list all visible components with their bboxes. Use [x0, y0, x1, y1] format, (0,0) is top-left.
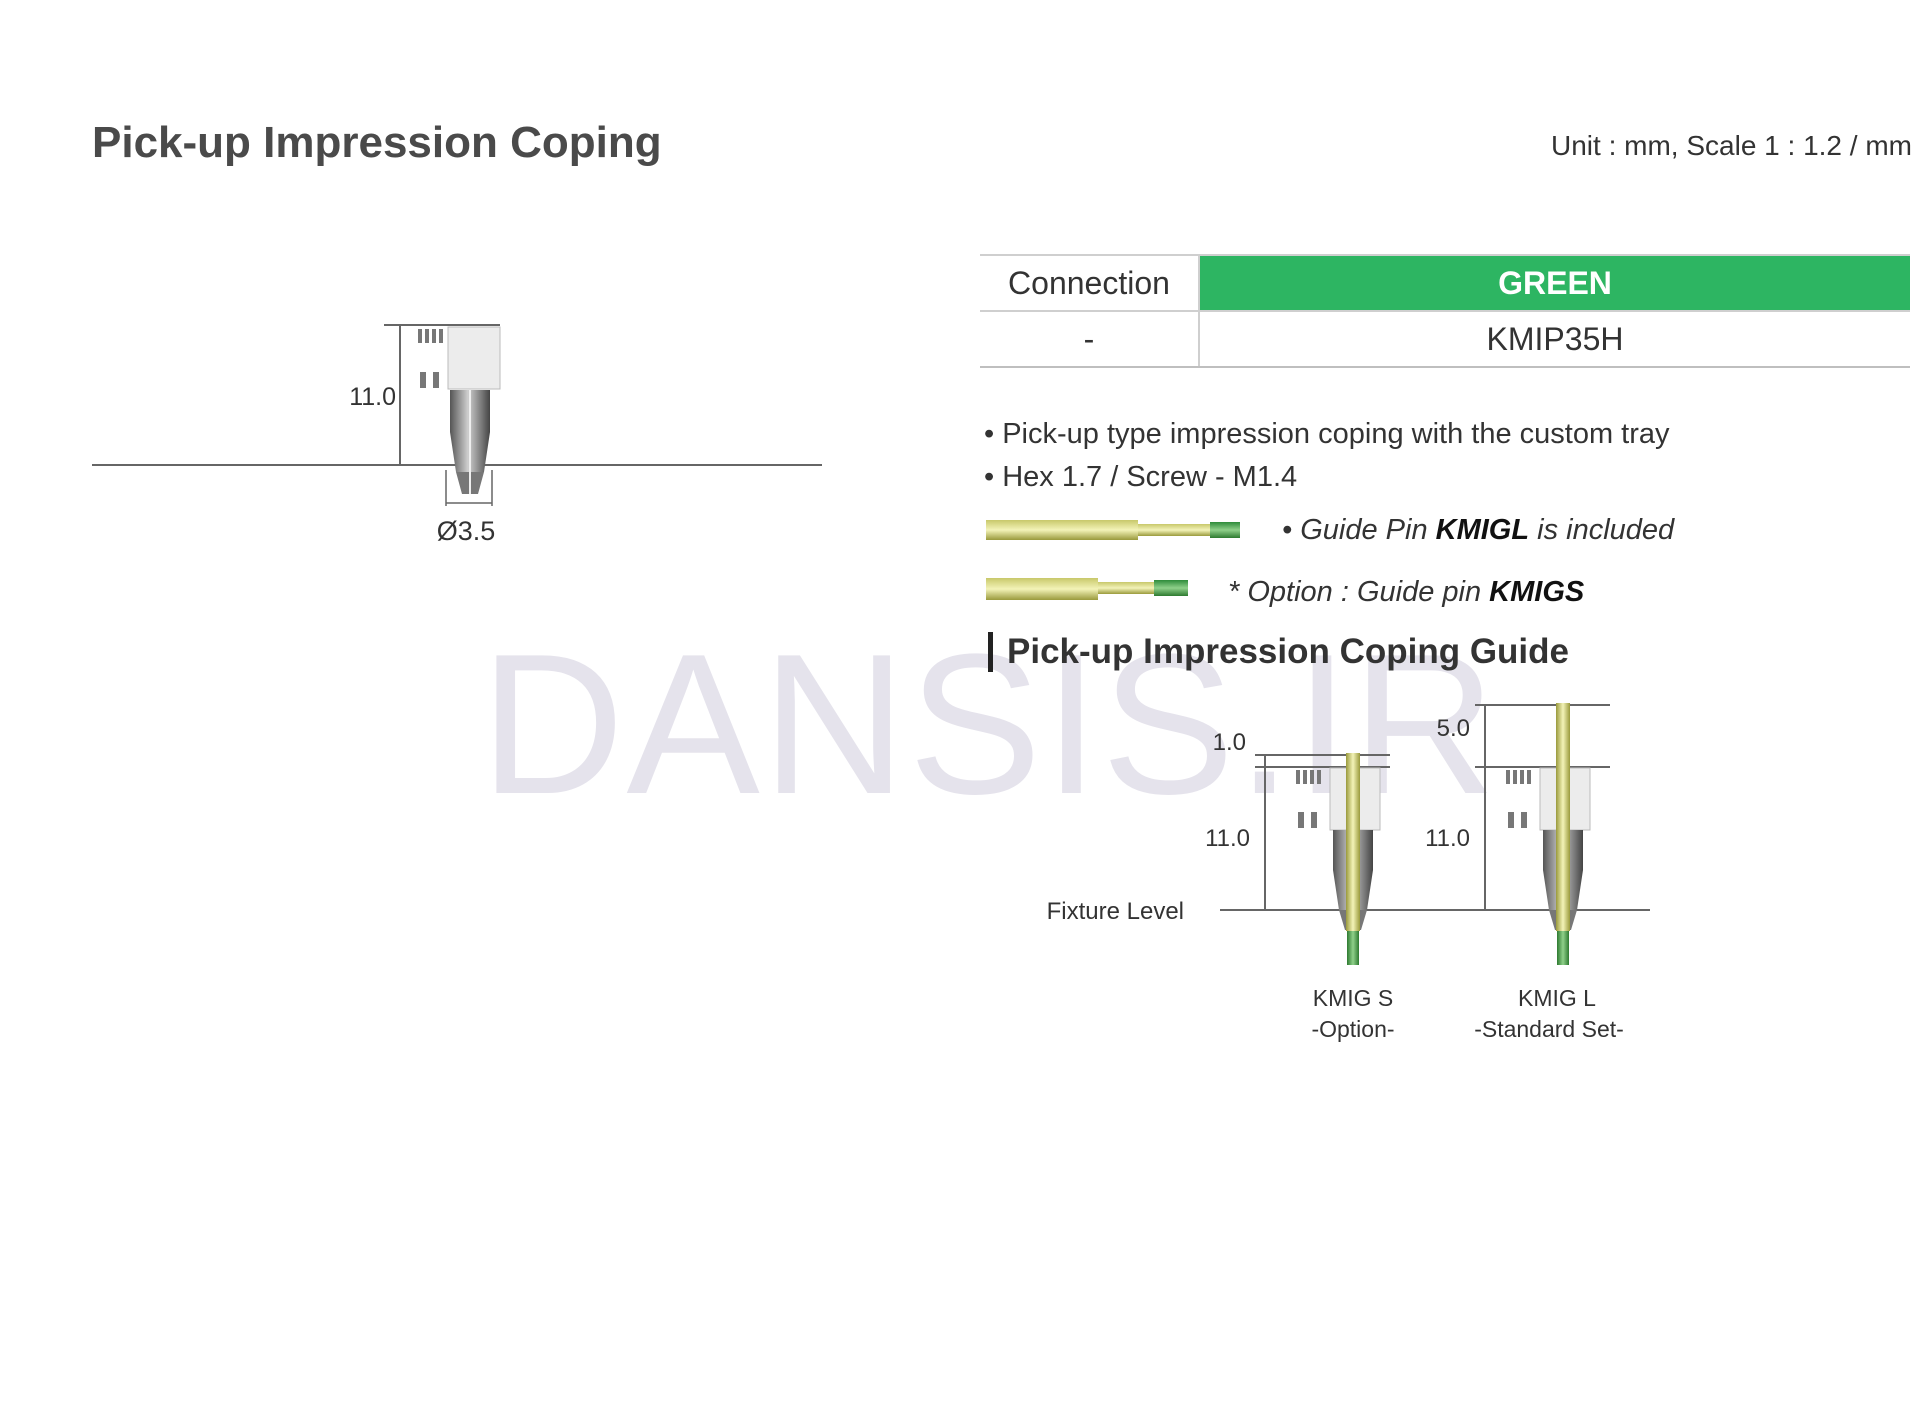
kmig-l-top-dim: 5.0	[1437, 715, 1470, 742]
coping-drawing: 11.0 Ø3.5	[92, 324, 822, 546]
bullet-item: • Hex 1.7 / Screw - M1.4	[984, 461, 1297, 494]
pin-code: KMIGS	[1489, 576, 1585, 608]
bullet-text: Pick-up type impression coping with the …	[1002, 418, 1670, 450]
pin-note-prefix: • Guide Pin	[1282, 514, 1436, 546]
guide-drawing: Fixture Level 1.0 11.0 KMIG S -Option-	[1047, 703, 1650, 1042]
spec-table: Connection GREEN - KMIP35H	[980, 254, 1910, 368]
page-title: Pick-up Impression Coping	[92, 118, 662, 167]
kmig-s-name: KMIG S	[1313, 985, 1394, 1011]
bullet-text: Hex 1.7 / Screw - M1.4	[1002, 461, 1298, 493]
long-guide-pin-note: • Guide Pin KMIGL is included	[1282, 514, 1674, 547]
table-row: - KMIP35H	[980, 311, 1910, 368]
kmig-l-drawing	[1475, 703, 1610, 965]
kmig-l-name: KMIG L	[1518, 985, 1596, 1011]
table-header-row: Connection GREEN	[980, 254, 1910, 312]
bullet-dot-icon: •	[984, 418, 995, 450]
short-guide-pin-icon	[986, 578, 1188, 600]
kmig-l-sub: -Standard Set-	[1474, 1016, 1624, 1042]
bullet-dot-icon: •	[984, 461, 995, 493]
kmig-l-height-dim: 11.0	[1425, 825, 1470, 852]
row-label: -	[980, 311, 1200, 368]
bullet-item: • Pick-up type impression coping with th…	[984, 418, 1670, 451]
long-guide-pin-icon	[986, 520, 1240, 540]
connection-header: Connection	[980, 254, 1200, 312]
unit-scale-label: Unit : mm, Scale 1 : 1.2 / mm	[1551, 130, 1912, 161]
kmig-s-drawing	[1255, 753, 1390, 965]
kmig-s-top-dim: 1.0	[1213, 729, 1246, 756]
diameter-dimension-label: Ø3.5	[437, 516, 496, 546]
product-code: KMIP35H	[1199, 311, 1910, 368]
pin-code: KMIGL	[1435, 514, 1530, 546]
height-dimension-label: 11.0	[349, 383, 396, 411]
kmig-s-sub: -Option-	[1311, 1016, 1394, 1042]
pin-note-suffix: is included	[1529, 514, 1675, 546]
short-guide-pin-note: * Option : Guide pin KMIGS	[1228, 576, 1584, 609]
connection-color-header: GREEN	[1199, 254, 1910, 312]
guide-section-title: Pick-up Impression Coping Guide	[988, 632, 1569, 672]
kmig-s-height-dim: 11.0	[1205, 825, 1250, 852]
guide-pin-images	[986, 520, 1240, 600]
fixture-level-label: Fixture Level	[1047, 898, 1184, 925]
pin-note-prefix: * Option : Guide pin	[1228, 576, 1490, 608]
